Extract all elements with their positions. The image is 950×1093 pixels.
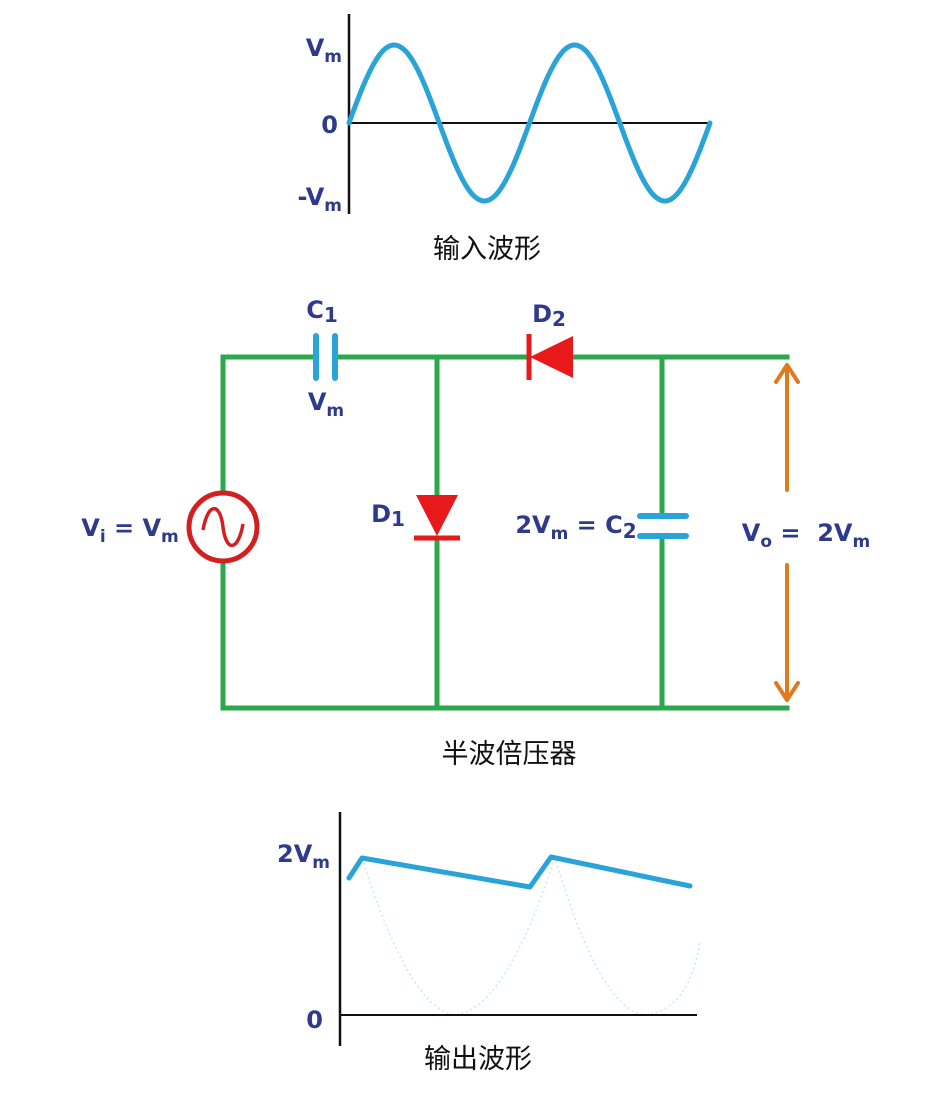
capacitor-c1 <box>313 333 338 381</box>
voltage-doubler-circuit: C1 Vm D2 D1 2Vm = C2 Vi = Vm <box>81 296 870 770</box>
output-tick-2vm: 2Vm <box>277 840 330 873</box>
input-sine-wave <box>346 42 713 204</box>
input-tick-vm: Vm <box>306 34 342 67</box>
output-voltage-label: Vo = 2Vm <box>742 519 870 552</box>
output-ripple-wave <box>346 854 693 890</box>
c2-label: 2Vm = C2 <box>515 511 636 544</box>
output-waveform-plot: 2Vm 0 输出波形 <box>277 812 701 1075</box>
capacitor-c2 <box>637 513 689 539</box>
input-waveform-plot: Vm 0 -Vm 输入波形 <box>297 14 713 265</box>
c1-value-label: Vm <box>308 388 344 421</box>
sine-symbol-icon <box>201 506 245 548</box>
input-tick-zero: 0 <box>321 111 338 139</box>
output-tick-zero: 0 <box>306 1006 323 1034</box>
output-ghost-sine <box>361 855 701 1016</box>
diode-d2 <box>526 334 573 380</box>
circuit-caption: 半波倍压器 <box>442 739 577 770</box>
input-tick-neg-vm: -Vm <box>297 183 342 216</box>
source-label: Vi = Vm <box>81 514 179 547</box>
output-voltage-arrow <box>774 363 800 702</box>
d1-label: D1 <box>371 500 405 531</box>
d2-label: D2 <box>532 300 566 331</box>
c1-name-label: C1 <box>306 296 338 327</box>
input-waveform-caption: 输入波形 <box>433 234 541 265</box>
circuit-wires <box>220 354 790 711</box>
diode-d1 <box>414 495 460 541</box>
output-waveform-caption: 输出波形 <box>424 1044 532 1075</box>
ac-source <box>186 490 260 564</box>
